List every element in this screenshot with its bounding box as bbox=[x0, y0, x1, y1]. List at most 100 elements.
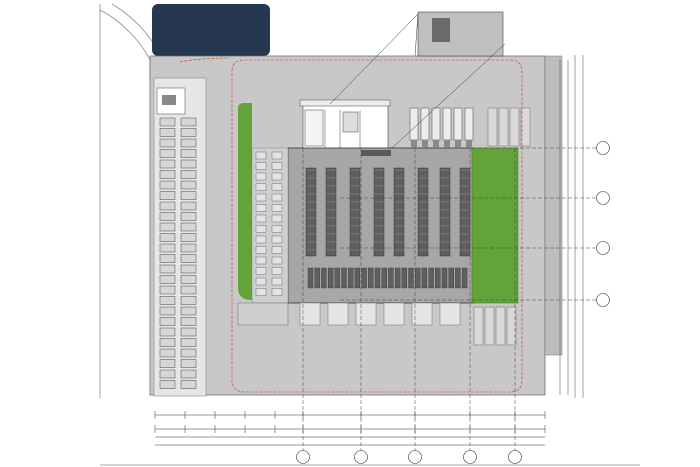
loading-docks-top bbox=[409, 107, 474, 148]
storage-rack-small bbox=[368, 267, 374, 289]
storage-rack bbox=[393, 167, 405, 257]
axis-bubble bbox=[354, 450, 368, 464]
parking-stall bbox=[159, 380, 176, 389]
parking-stall bbox=[180, 159, 197, 169]
dimension-lines bbox=[155, 414, 545, 446]
storage-rack-small bbox=[461, 267, 468, 289]
parking-stall bbox=[180, 128, 197, 137]
truck-bay-left bbox=[237, 302, 289, 326]
storage-rack bbox=[305, 167, 317, 257]
dock-door bbox=[444, 140, 450, 148]
parking-stall bbox=[159, 149, 176, 158]
parking-stall bbox=[180, 264, 197, 274]
parking-stall bbox=[159, 254, 176, 263]
axis-bubble bbox=[596, 191, 610, 205]
parking-stall bbox=[159, 180, 176, 190]
green-area-right bbox=[471, 147, 519, 304]
axis-bubble bbox=[408, 450, 422, 464]
leader-lines bbox=[329, 13, 506, 149]
loading-dock bbox=[453, 107, 463, 141]
parking-stall bbox=[159, 128, 176, 137]
truck-bay bbox=[487, 107, 498, 147]
loading-dock bbox=[464, 107, 474, 141]
dock-door bbox=[433, 140, 439, 148]
truck-bay bbox=[473, 306, 484, 346]
parking-stall bbox=[180, 254, 197, 263]
parking-stall bbox=[255, 267, 267, 275]
parking-stall bbox=[180, 296, 197, 305]
annex-dark-block bbox=[432, 18, 450, 42]
loading-docks-bottom bbox=[299, 302, 461, 326]
storage-rack bbox=[349, 167, 361, 257]
parking-stall bbox=[159, 138, 176, 148]
parking-stall bbox=[159, 348, 176, 358]
parking-stall bbox=[271, 162, 283, 170]
storage-rack-small bbox=[354, 267, 361, 289]
parking-stall bbox=[255, 204, 267, 212]
truck-bay bbox=[506, 306, 517, 346]
loading-dock bbox=[439, 302, 461, 326]
parking-stall bbox=[180, 222, 197, 232]
parking-stall bbox=[180, 338, 197, 347]
parking-stall bbox=[255, 288, 267, 296]
axis-bubble bbox=[463, 450, 477, 464]
loading-dock bbox=[431, 107, 441, 141]
truck-bay bbox=[495, 306, 506, 346]
dock-door bbox=[411, 140, 417, 148]
parking-stall bbox=[255, 256, 267, 265]
storage-rack-small bbox=[455, 267, 461, 289]
parking-stall bbox=[180, 380, 197, 389]
parking-stall bbox=[159, 264, 176, 274]
axis-bubble bbox=[596, 141, 610, 155]
parking-stall bbox=[255, 214, 267, 223]
parking-stall bbox=[255, 277, 267, 286]
parking-stall bbox=[159, 327, 176, 337]
parking-stall bbox=[271, 267, 283, 275]
parking-stall bbox=[159, 338, 176, 347]
storage-rack-small bbox=[448, 267, 454, 289]
parking-stall bbox=[159, 191, 176, 200]
parking-stall bbox=[159, 170, 176, 179]
parking-stall bbox=[159, 285, 176, 295]
parking-stall bbox=[180, 212, 197, 221]
loading-dock bbox=[355, 302, 377, 326]
parking-stall bbox=[159, 201, 176, 211]
parking-stall bbox=[159, 243, 176, 253]
parking-stall bbox=[180, 275, 197, 284]
parking-stall bbox=[271, 214, 283, 223]
parking-stall bbox=[271, 256, 283, 265]
loading-dock bbox=[299, 302, 321, 326]
storage-rack-small bbox=[428, 267, 434, 289]
vehicle-route-outer bbox=[179, 57, 231, 63]
parking-stall bbox=[159, 212, 176, 221]
parking-stalls-mid bbox=[255, 151, 283, 296]
loading-dock bbox=[327, 302, 349, 326]
parking-stall bbox=[180, 306, 197, 316]
truck-bay bbox=[520, 107, 531, 147]
parking-stall bbox=[271, 151, 283, 160]
storage-rack-small bbox=[435, 267, 441, 289]
storage-rack bbox=[325, 167, 337, 257]
parking-stall bbox=[255, 162, 267, 170]
axis-bubble bbox=[296, 450, 310, 464]
storage-rack-small bbox=[334, 267, 340, 289]
axis-bubble bbox=[596, 293, 610, 307]
left-parking-strip bbox=[153, 77, 207, 397]
parking-stall bbox=[255, 246, 267, 254]
storage-rack-small bbox=[388, 267, 394, 289]
axis-bubble bbox=[596, 241, 610, 255]
storage-rack-small bbox=[441, 267, 448, 289]
green-area-left bbox=[238, 103, 252, 300]
truck-bay bbox=[498, 107, 509, 147]
grid-axis-markers-right bbox=[596, 141, 610, 307]
parking-stall bbox=[255, 235, 267, 244]
right-road bbox=[544, 55, 563, 356]
dock-door bbox=[422, 140, 428, 148]
parking-stall bbox=[255, 172, 267, 181]
parking-stall bbox=[159, 275, 176, 284]
truck-bays-right bbox=[237, 107, 531, 346]
parking-stall bbox=[255, 193, 267, 202]
storage-rack-small bbox=[394, 267, 401, 289]
parking-stall bbox=[255, 225, 267, 233]
loading-dock bbox=[442, 107, 452, 141]
